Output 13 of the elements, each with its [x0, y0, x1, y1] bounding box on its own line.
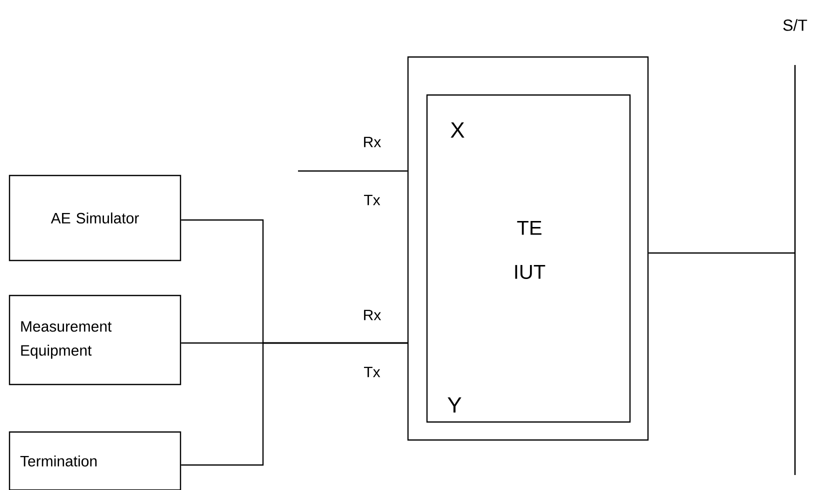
equipment-box: AE Simulator: [8, 174, 182, 262]
signal-label: Tx: [364, 366, 380, 378]
connector-line: [648, 252, 795, 254]
connector-line: [298, 170, 408, 172]
signal-label: Rx: [364, 136, 381, 148]
signal-label: Tx: [364, 194, 380, 206]
signal-label: Rx: [364, 310, 381, 320]
equipment-box: Measurement Equipment: [8, 294, 182, 386]
interface-line: S/T: [783, 19, 808, 476]
connector-line: [181, 342, 408, 466]
equipment-box: Termination: [8, 431, 182, 490]
inner-box: X TE IUT Y: [426, 94, 631, 423]
outer-box: [407, 56, 649, 441]
